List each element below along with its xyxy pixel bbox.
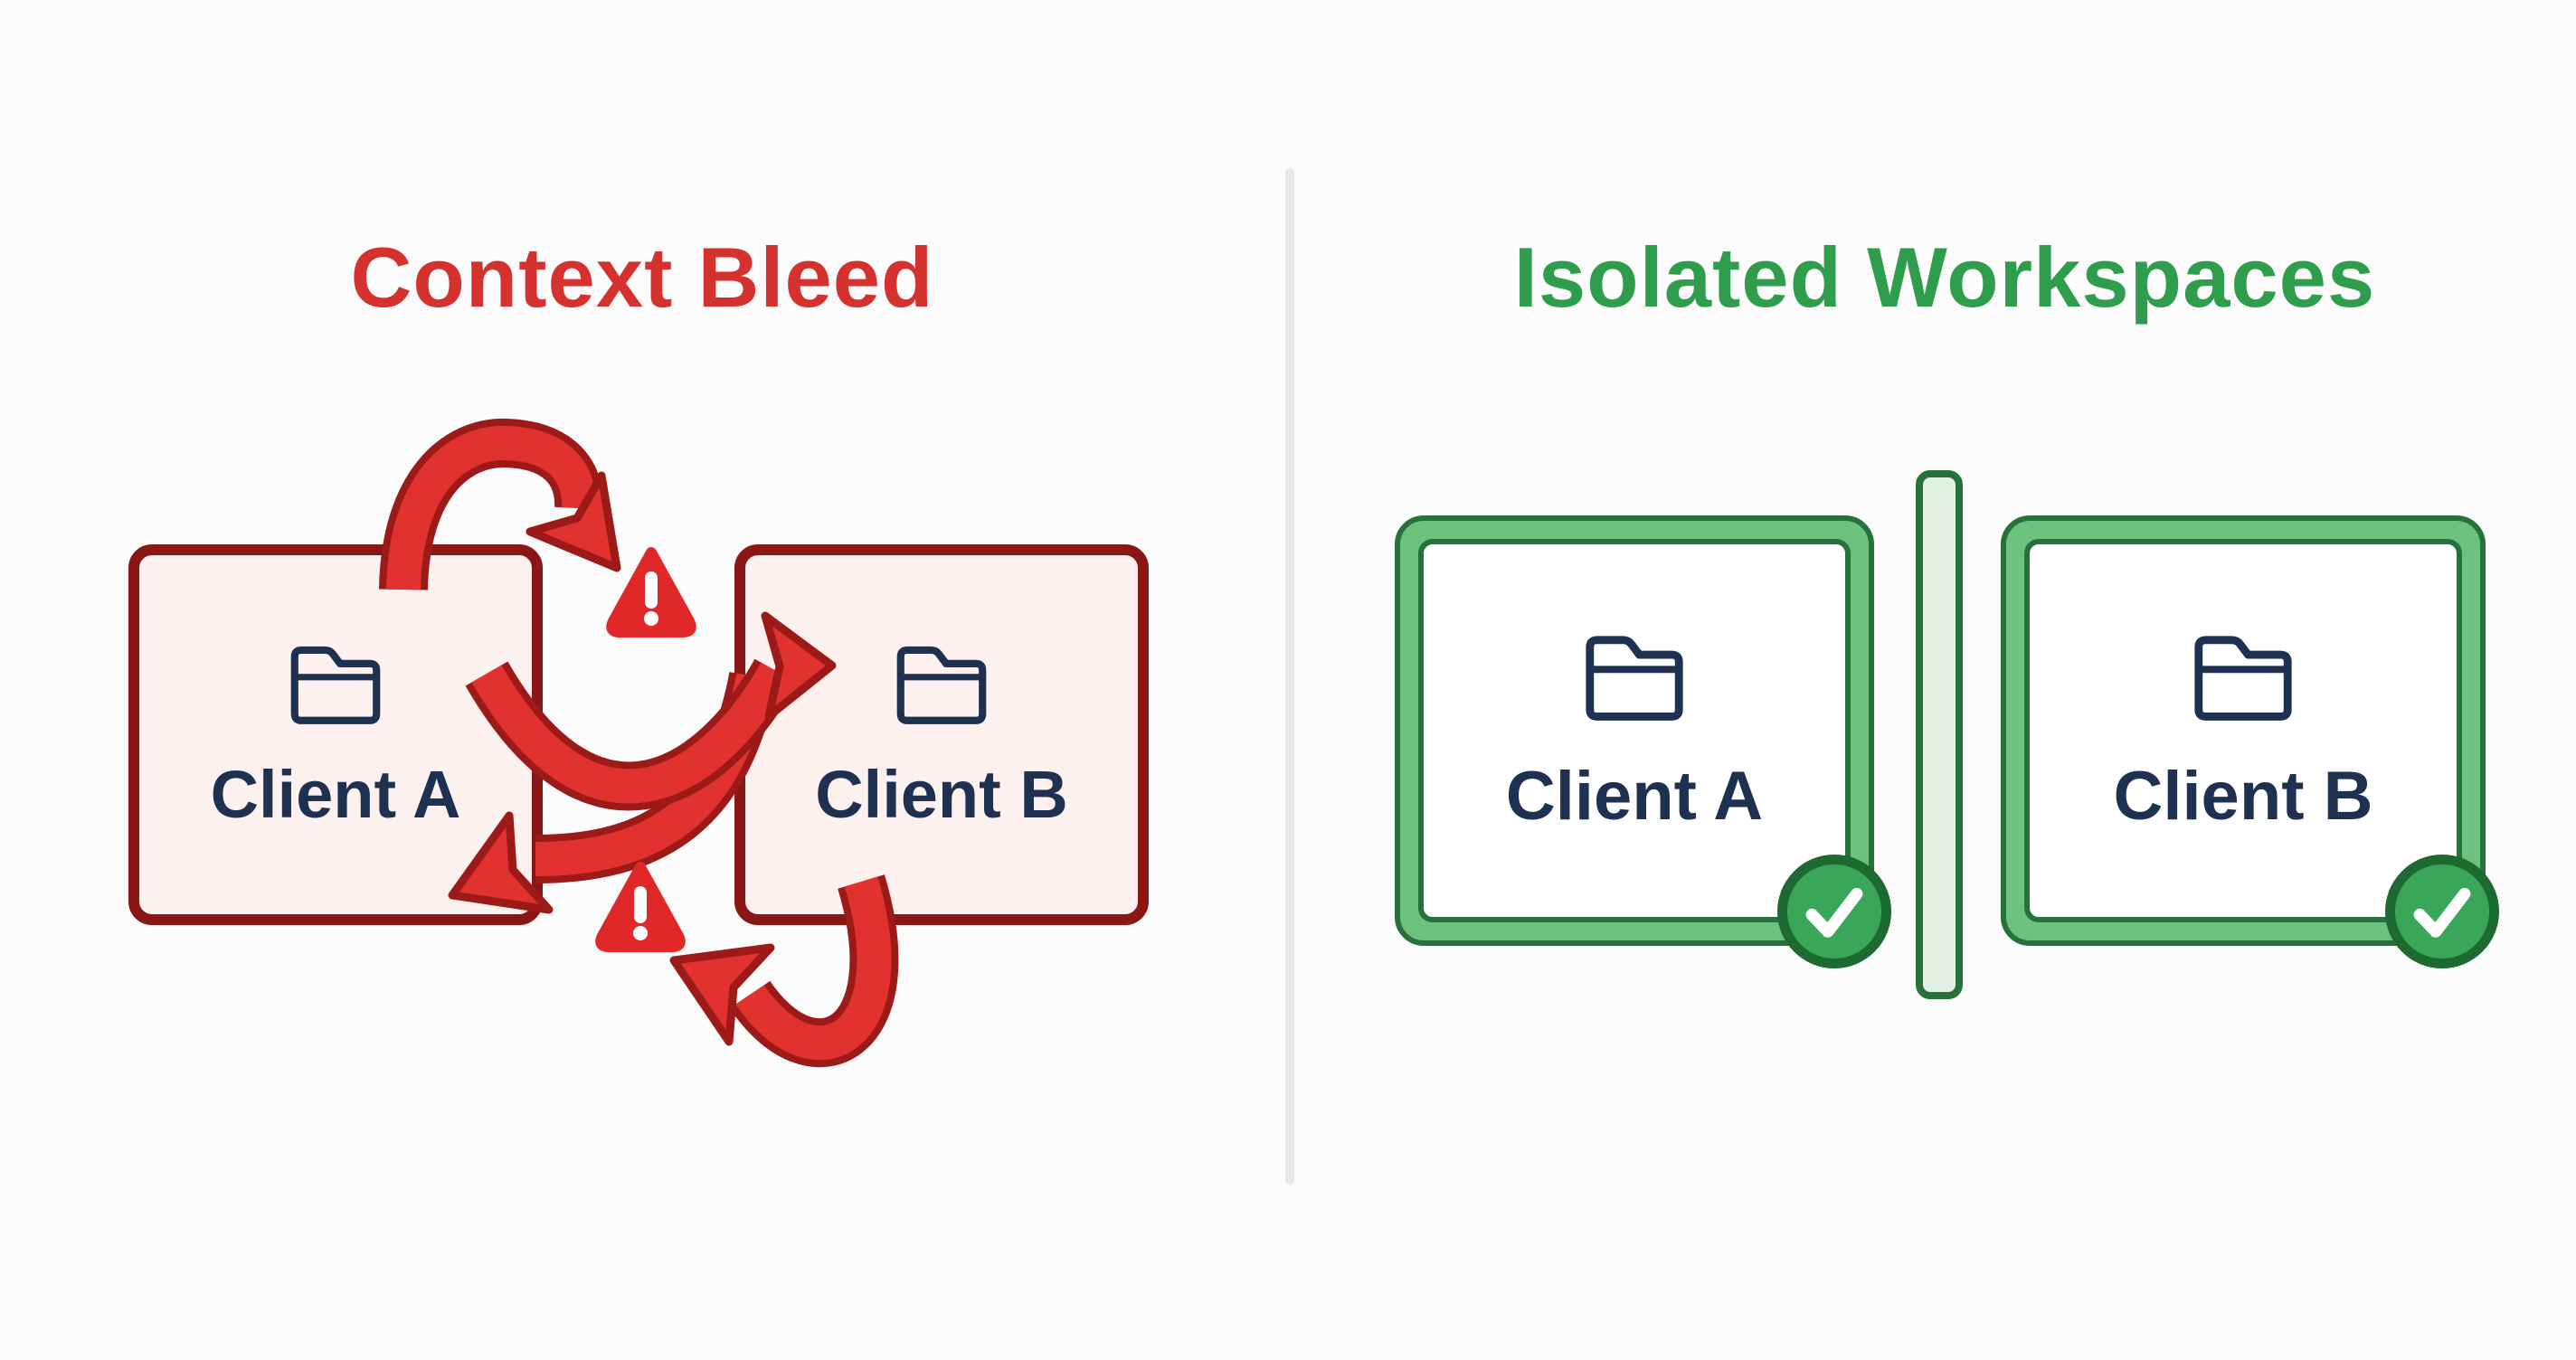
folder-icon: [896, 646, 987, 724]
client-b-label: Client B: [2113, 758, 2373, 836]
client-b-box-bleed: Client B: [734, 544, 1149, 925]
checkmark-glyph: [1805, 887, 1863, 938]
checkmark-glyph: [2413, 887, 2471, 938]
warning-icon-bottom: [595, 862, 686, 952]
context-bleed-title: Context Bleed: [350, 230, 934, 325]
folder-icon: [1586, 636, 1683, 721]
check-icon-client-b: [2385, 855, 2499, 968]
warning-icon-top: [606, 547, 696, 638]
client-b-workspace: Client B: [2024, 539, 2462, 922]
check-icon-client-a: [1777, 855, 1891, 968]
client-a-workspace: Client A: [1418, 539, 1851, 922]
client-a-box-bleed: Client A: [128, 544, 543, 925]
client-a-label: Client A: [1505, 758, 1764, 836]
isolated-workspaces-title: Isolated Workspaces: [1513, 230, 2376, 325]
folder-icon: [2194, 636, 2292, 721]
folder-icon: [290, 646, 381, 724]
isolation-bar: [1916, 470, 1963, 999]
client-b-box-isolated: Client B: [2001, 515, 2486, 946]
client-a-label: Client A: [210, 757, 461, 833]
panel-divider-line: [1285, 168, 1294, 1185]
client-b-label: Client B: [815, 757, 1068, 833]
